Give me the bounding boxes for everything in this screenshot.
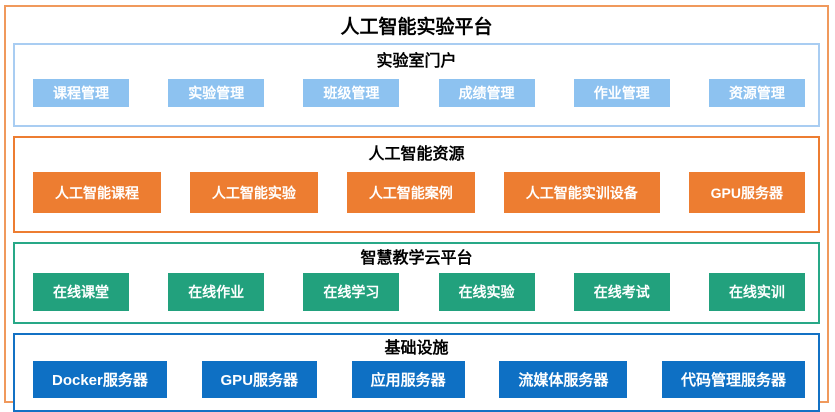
- sections-container: 实验室门户 课程管理 实验管理 班级管理 成绩管理 作业管理 资源管理 人工智能…: [6, 43, 827, 412]
- box-online-classroom: 在线课堂: [33, 273, 129, 311]
- box-ai-course: 人工智能课程: [33, 172, 161, 213]
- box-gpu-server-infra: GPU服务器: [201, 361, 318, 398]
- box-resource-management: 资源管理: [708, 79, 805, 107]
- section-title-ai-resources: 人工智能资源: [368, 146, 465, 163]
- box-course-management: 课程管理: [33, 79, 129, 107]
- section-title-cloud-platform: 智慧教学云平台: [360, 250, 473, 267]
- lab-portal-row: 课程管理 实验管理 班级管理 成绩管理 作业管理 资源管理: [15, 79, 818, 125]
- section-lab-portal: 实验室门户 课程管理 实验管理 班级管理 成绩管理 作业管理 资源管理: [13, 43, 820, 127]
- section-ai-resources: 人工智能资源 人工智能课程 人工智能实验 人工智能案例 人工智能实训设备 GPU…: [13, 136, 820, 233]
- infrastructure-row: Docker服务器 GPU服务器 应用服务器 流媒体服务器 代码管理服务器: [15, 361, 818, 410]
- box-homework-management: 作业管理: [573, 79, 670, 107]
- box-online-exam: 在线考试: [573, 273, 670, 311]
- section-cloud-platform: 智慧教学云平台 在线课堂 在线作业 在线学习 在线实验 在线考试 在线实训: [13, 242, 820, 324]
- box-ai-training-equipment: 人工智能实训设备: [503, 172, 660, 213]
- box-app-server: 应用服务器: [351, 361, 465, 398]
- ai-resources-row: 人工智能课程 人工智能实验 人工智能案例 人工智能实训设备 GPU服务器: [15, 172, 818, 231]
- section-title-lab-portal: 实验室门户: [376, 53, 457, 70]
- box-online-training: 在线实训: [708, 273, 805, 311]
- platform-frame: 人工智能实验平台 实验室门户 课程管理 实验管理 班级管理 成绩管理 作业管理 …: [4, 5, 829, 412]
- page-title: 人工智能实验平台: [340, 17, 493, 38]
- box-streaming-server: 流媒体服务器: [499, 361, 628, 398]
- box-online-learning: 在线学习: [303, 273, 400, 311]
- box-code-management-server: 代码管理服务器: [661, 361, 805, 398]
- box-experiment-management: 实验管理: [168, 79, 265, 107]
- box-online-homework: 在线作业: [168, 273, 265, 311]
- section-infrastructure: 基础设施 Docker服务器 GPU服务器 应用服务器 流媒体服务器 代码管理服…: [13, 333, 820, 412]
- box-docker-server: Docker服务器: [33, 361, 167, 398]
- box-ai-case: 人工智能案例: [346, 172, 475, 213]
- box-class-management: 班级管理: [303, 79, 400, 107]
- box-grade-management: 成绩管理: [438, 79, 535, 107]
- box-gpu-server-resource: GPU服务器: [688, 172, 805, 213]
- cloud-platform-row: 在线课堂 在线作业 在线学习 在线实验 在线考试 在线实训: [15, 273, 818, 322]
- box-ai-experiment: 人工智能实验: [189, 172, 318, 213]
- box-online-experiment: 在线实验: [438, 273, 535, 311]
- section-title-infrastructure: 基础设施: [384, 340, 449, 357]
